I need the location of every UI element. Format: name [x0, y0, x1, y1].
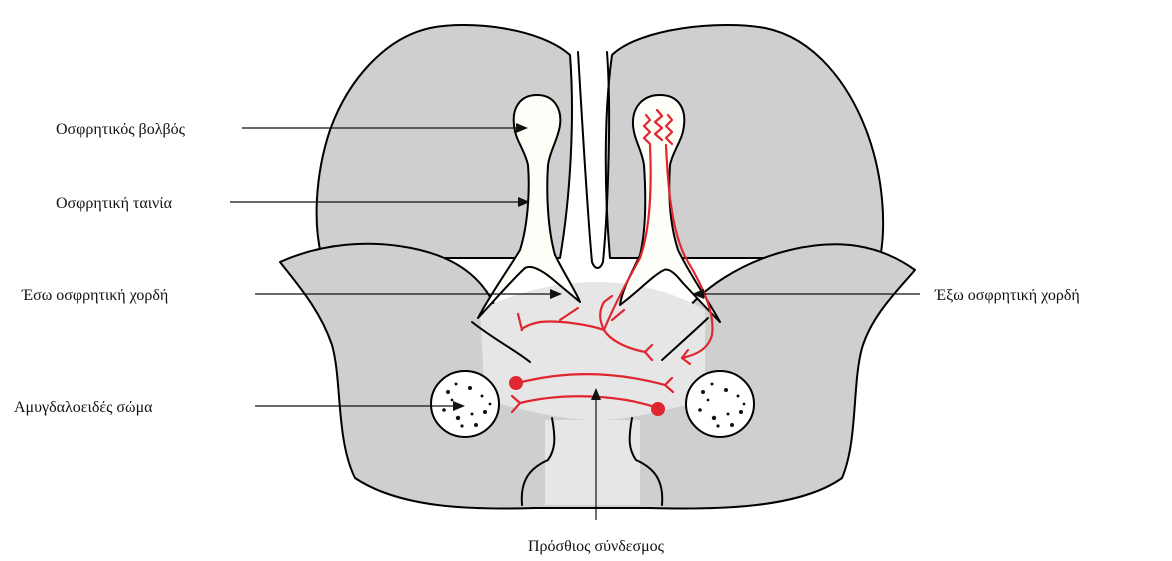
commissure-left-dot — [509, 376, 523, 390]
amygdala-right — [686, 371, 754, 437]
midline-fissure — [578, 52, 609, 268]
frontal-lobes — [317, 25, 884, 258]
medial-stalk — [545, 420, 640, 505]
olfactory-bulb-label: Οσφρητικός βολβός — [56, 121, 186, 138]
commissure-right-dot — [651, 402, 665, 416]
lateral-olfactory-stria-label: Έξω οσφρητική χορδή — [934, 287, 1080, 304]
anterior-commissure-label: Πρόσθιος σύνδεσμος — [528, 538, 665, 555]
amygdala-label: Αμυγδαλοειδές σώμα — [14, 399, 153, 416]
amygdala-left — [431, 371, 499, 437]
medial-olfactory-stria-label: Έσω οσφρητική χορδή — [21, 287, 168, 304]
olfactory-tract-label: Οσφρητική ταινία — [56, 195, 173, 212]
lower-brain — [280, 244, 915, 509]
